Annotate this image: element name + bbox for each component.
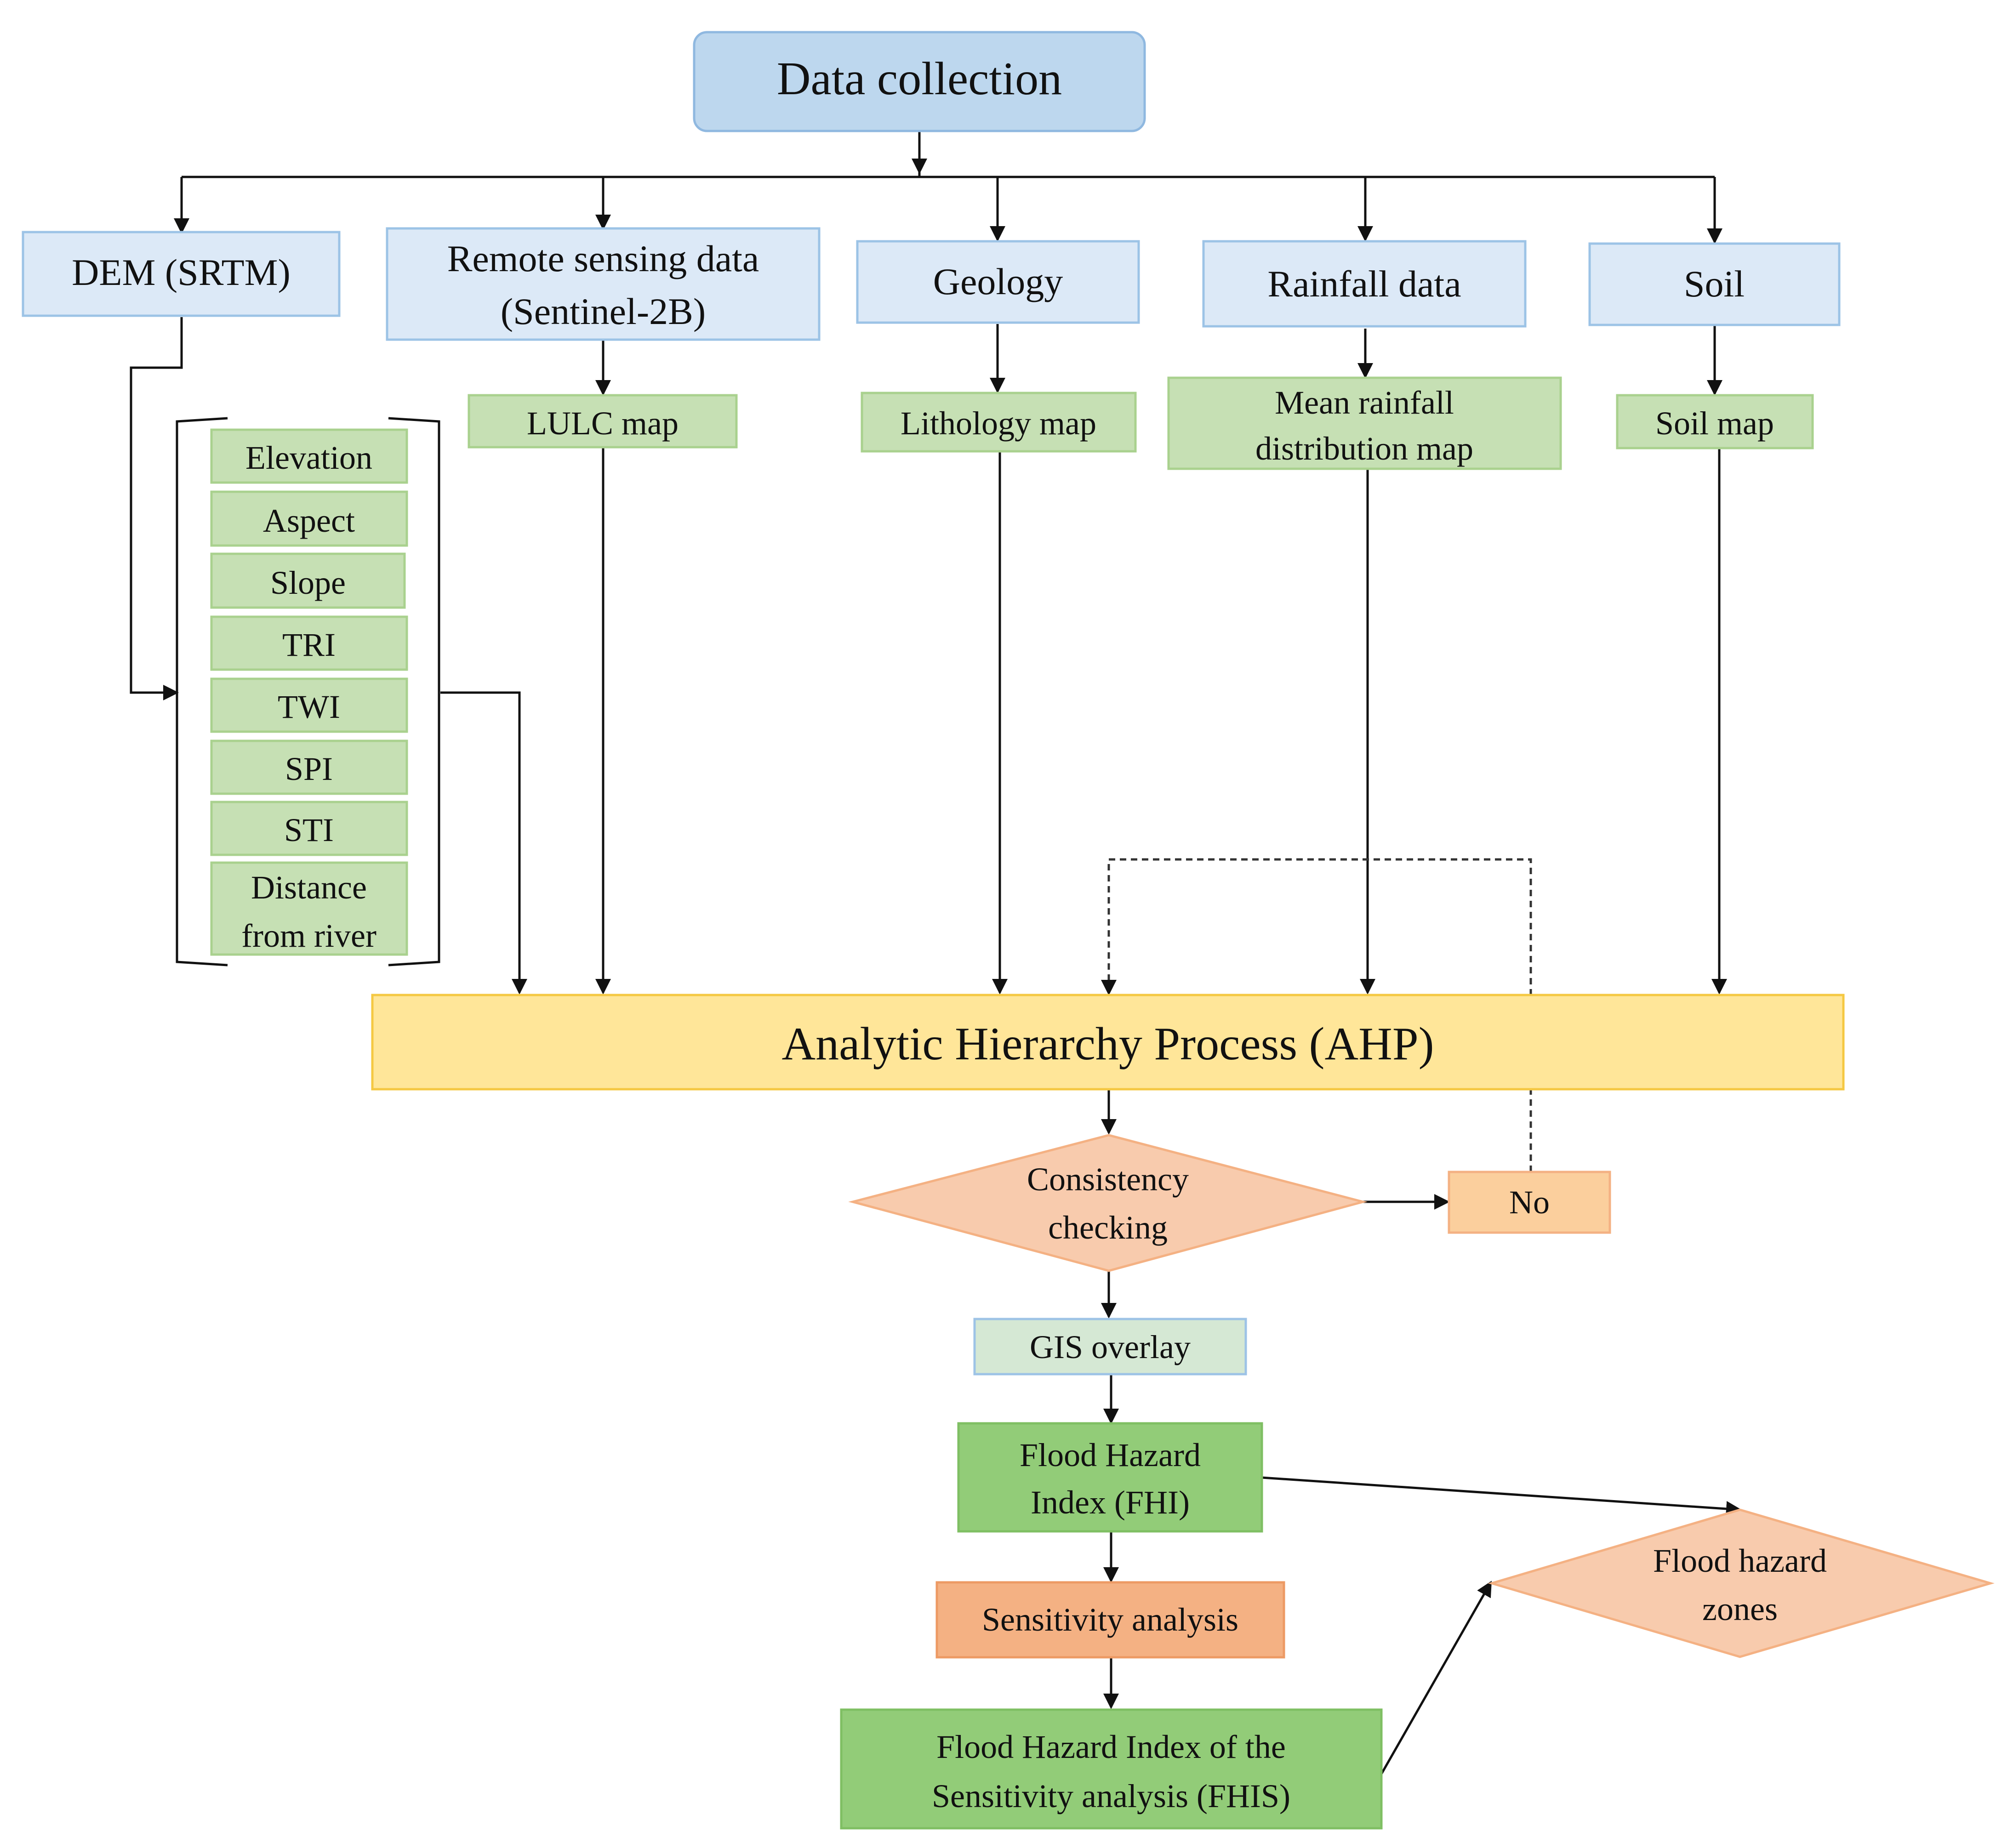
node-lithology-map: Lithology map: [861, 392, 1137, 453]
remote-sensing-label-line1: Remote sensing data: [447, 238, 759, 279]
remote-sensing-label-line2: (Sentinel-2B): [501, 290, 706, 332]
factor-twi: TWI: [210, 677, 408, 733]
factor-tri-label: TRI: [282, 626, 336, 663]
node-sensitivity-analysis: Sensitivity analysis: [935, 1581, 1285, 1659]
factor-distance-from-river: Distance from river: [210, 861, 408, 956]
factor-elevation-label: Elevation: [245, 439, 372, 476]
node-ahp: Analytic Hierarchy Process (AHP): [371, 994, 1845, 1091]
factor-spi: SPI: [210, 739, 408, 795]
edge-factors-to-ahp: [440, 691, 527, 995]
factor-elevation: Elevation: [210, 428, 408, 484]
soil-map-label: Soil map: [1655, 405, 1774, 442]
node-mean-rainfall-map: Mean rainfall distribution map: [1167, 376, 1562, 470]
node-flood-hazard-zones: Flood hazard zones: [1488, 1508, 1995, 1658]
fhi-label-line1: Flood Hazard: [1020, 1437, 1201, 1473]
left-bracket: [176, 417, 228, 967]
node-gis-overlay: GIS overlay: [973, 1318, 1247, 1376]
factor-tri: TRI: [210, 615, 408, 671]
sensitivity-label: Sensitivity analysis: [982, 1601, 1238, 1638]
node-no: No: [1448, 1171, 1611, 1234]
fhis-label-line1: Flood Hazard Index of the: [936, 1729, 1286, 1765]
dem-factor-group: Elevation Aspect Slope TRI TWI SPI STI: [176, 417, 440, 967]
gis-overlay-label: GIS overlay: [1030, 1329, 1191, 1365]
mean-rainfall-label-line1: Mean rainfall: [1275, 384, 1454, 421]
node-dem: DEM (SRTM): [22, 231, 341, 317]
fhis-label-line2: Sensitivity analysis (FHIS): [932, 1778, 1290, 1814]
factor-spi-label: SPI: [285, 751, 333, 787]
factor-slope-label: Slope: [270, 564, 346, 601]
edge-fhi-to-zones: [1261, 1476, 1742, 1517]
node-consistency-checking: Consistency checking: [848, 1134, 1368, 1272]
data-collection-label: Data collection: [777, 53, 1062, 105]
edge-fhis-to-zones: [1380, 1581, 1492, 1775]
factor-distance-label-line2: from river: [241, 917, 376, 954]
lithology-map-label: Lithology map: [901, 405, 1096, 442]
factor-slope: Slope: [210, 552, 406, 609]
fhi-label-line2: Index (FHI): [1031, 1484, 1190, 1521]
zones-label-line2: zones: [1702, 1591, 1778, 1627]
node-rainfall: Rainfall data: [1202, 240, 1527, 328]
factor-sti-label: STI: [284, 812, 334, 848]
node-remote-sensing: Remote sensing data (Sentinel-2B): [386, 227, 821, 341]
geology-label: Geology: [933, 261, 1063, 302]
factor-twi-label: TWI: [278, 688, 340, 725]
factor-sti: STI: [210, 801, 408, 856]
mean-rainfall-label-line2: distribution map: [1255, 430, 1473, 467]
node-fhis: Flood Hazard Index of the Sensitivity an…: [840, 1708, 1383, 1830]
edge-dem-to-factors: [130, 317, 183, 700]
factor-distance-label-line1: Distance: [251, 869, 367, 906]
node-lulc-map: LULC map: [468, 394, 738, 449]
factor-aspect: Aspect: [210, 490, 408, 547]
node-fhi: Flood Hazard Index (FHI): [957, 1422, 1263, 1533]
ahp-label: Analytic Hierarchy Process (AHP): [781, 1018, 1434, 1070]
node-soil: Soil: [1588, 242, 1841, 326]
zones-label-line1: Flood hazard: [1653, 1542, 1827, 1579]
node-soil-map: Soil map: [1616, 394, 1814, 449]
lulc-map-label: LULC map: [527, 405, 679, 442]
dem-label: DEM (SRTM): [72, 251, 291, 293]
edge-feedback-arrowhead: [1101, 980, 1117, 995]
soil-label: Soil: [1684, 263, 1745, 305]
factor-aspect-label: Aspect: [263, 502, 355, 539]
consistency-label-line1: Consistency: [1027, 1161, 1189, 1198]
node-geology: Geology: [856, 240, 1140, 324]
consistency-label-line2: checking: [1048, 1209, 1168, 1246]
no-label: No: [1509, 1184, 1550, 1221]
right-bracket: [388, 417, 440, 967]
node-data-collection: Data collection: [693, 31, 1146, 132]
rainfall-label: Rainfall data: [1267, 263, 1461, 305]
